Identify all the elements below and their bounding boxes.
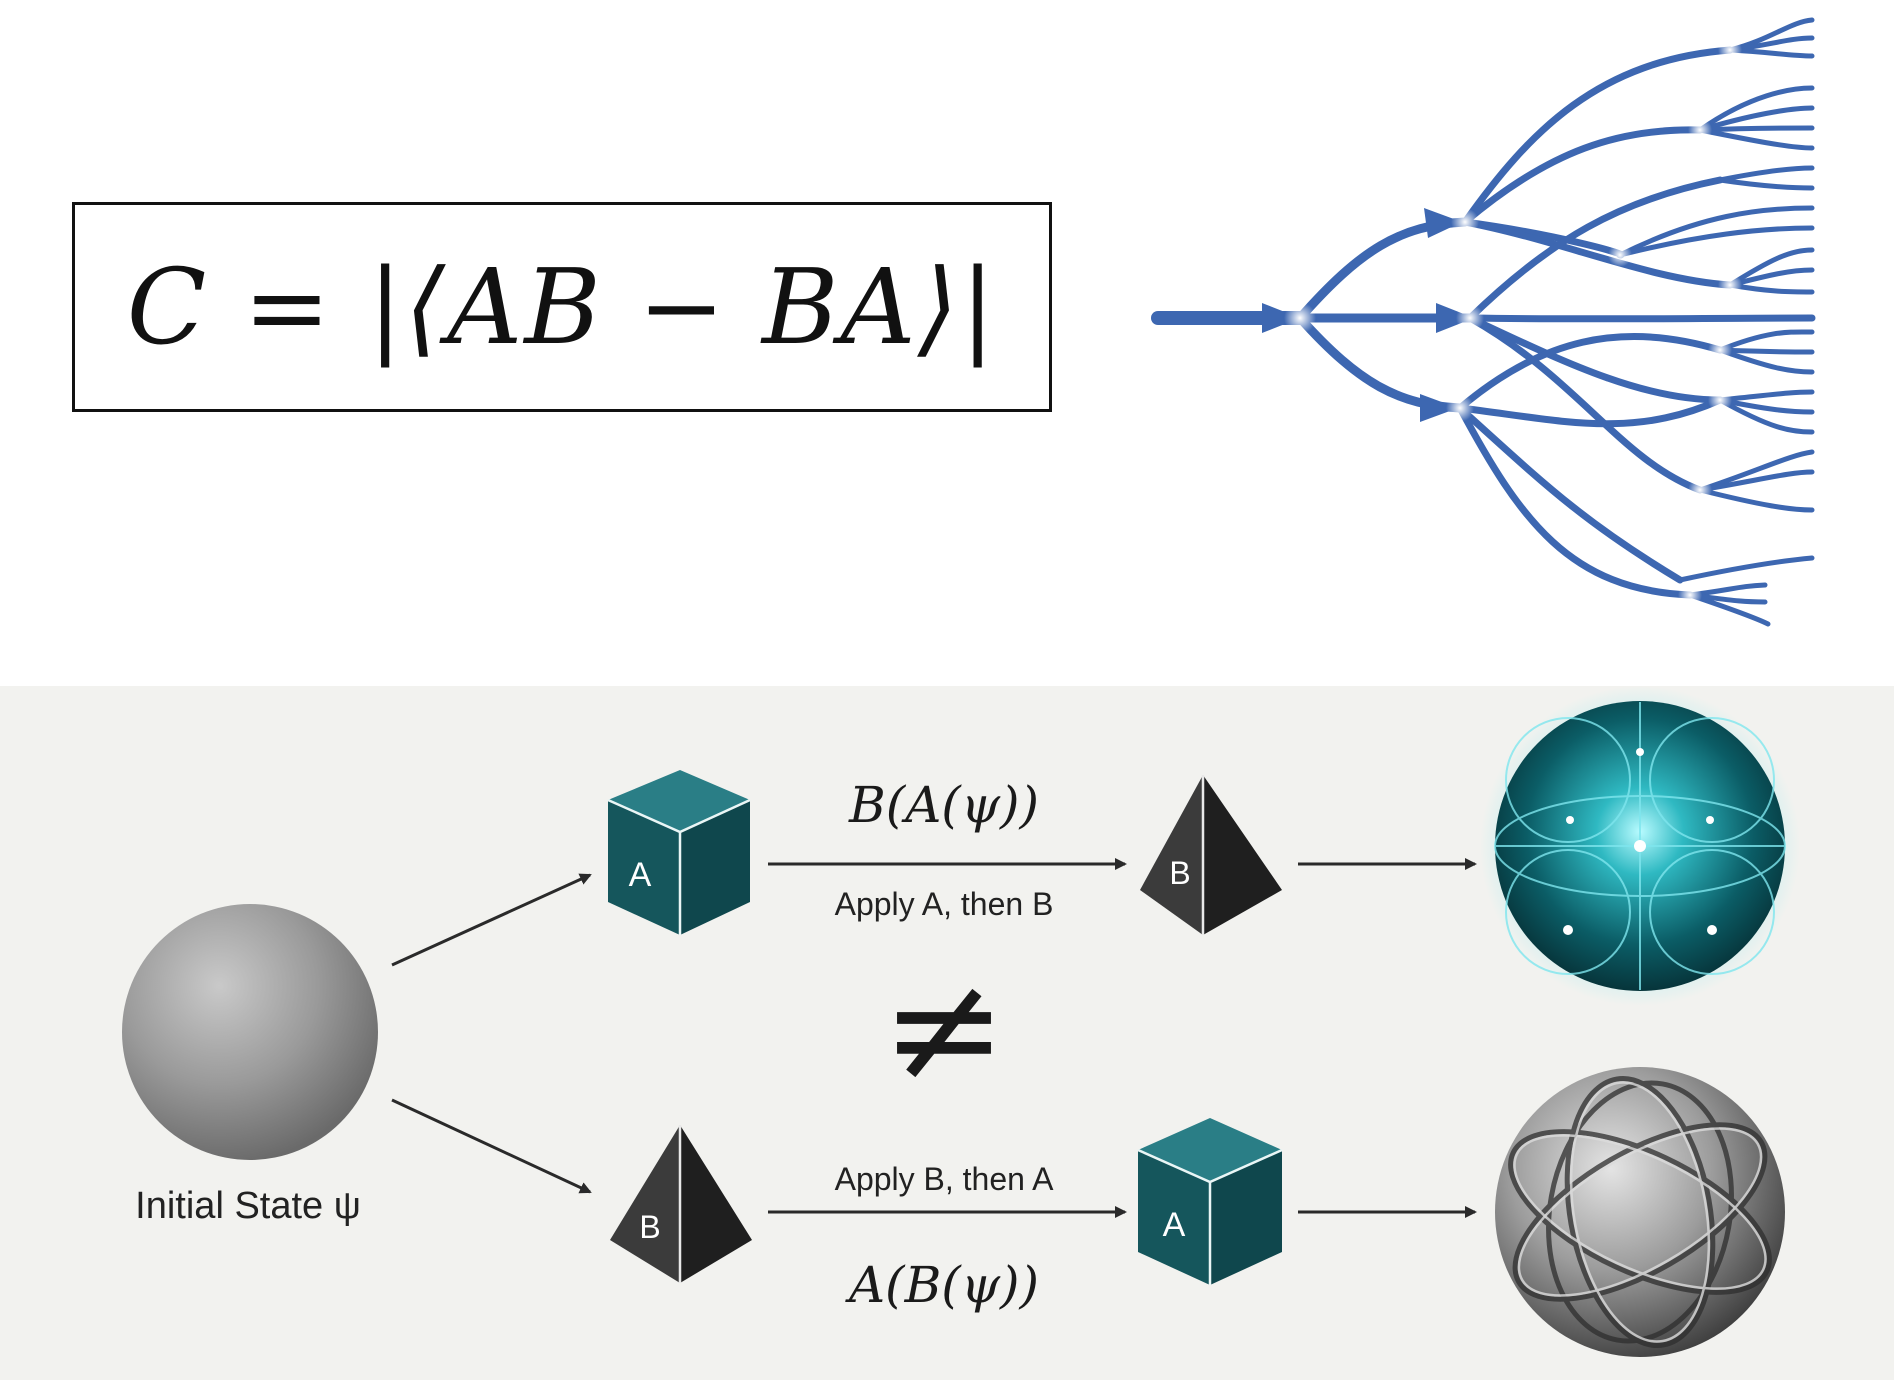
tree-branch xyxy=(1466,314,1704,494)
tree-node xyxy=(1451,208,1479,236)
tree-arrowhead xyxy=(1436,303,1474,333)
branching-tree-illustration xyxy=(1151,17,1816,627)
tree-node xyxy=(1718,38,1742,62)
tree-leaf xyxy=(1717,389,1815,403)
tree-node xyxy=(1284,302,1316,334)
tree-branch xyxy=(1456,404,1684,584)
tree-node xyxy=(1456,304,1484,332)
tree-branch xyxy=(1466,314,1816,323)
tree-leaf xyxy=(1717,397,1815,415)
tree-leaf xyxy=(1717,397,1815,435)
tree-branch xyxy=(1466,314,1724,404)
tree-node xyxy=(1708,388,1732,412)
tree-node xyxy=(1688,478,1712,502)
tree-branch xyxy=(1466,176,1724,322)
tree-leaf xyxy=(1727,47,1815,59)
tree-leaf xyxy=(1717,329,1815,353)
tree-leaf xyxy=(1697,125,1815,133)
tree-leaf xyxy=(1717,165,1815,183)
tree-node xyxy=(1718,273,1742,297)
tree-branch xyxy=(1456,396,1724,428)
tree-leaf xyxy=(1697,449,1815,493)
tree-leaf xyxy=(1617,205,1815,258)
tree-leaf xyxy=(1697,105,1815,133)
commutator-formula: C = |⟨AB − BA⟩| xyxy=(126,246,998,368)
tree-leaf xyxy=(1697,469,1815,493)
tree-branch xyxy=(1461,46,1734,226)
tree-leaf xyxy=(1727,247,1815,288)
tree-branch xyxy=(1456,404,1694,599)
tree-node xyxy=(1688,118,1712,142)
tree-branch xyxy=(1461,126,1704,226)
tree-branch xyxy=(1456,333,1724,412)
tree-branch xyxy=(1461,218,1734,289)
tree-arrowhead xyxy=(1420,394,1458,422)
tree-node xyxy=(1708,338,1732,362)
formula-box: C = |⟨AB − BA⟩| xyxy=(72,202,1052,412)
tree-leaf xyxy=(1697,85,1815,133)
tree-arrowhead xyxy=(1262,303,1300,333)
tree-leaf xyxy=(1717,347,1815,375)
tree-leaf xyxy=(1697,127,1815,151)
tree-branch xyxy=(1295,217,1470,323)
tree-leaf xyxy=(1717,177,1815,191)
tree-node xyxy=(1446,394,1474,422)
tree-leaf xyxy=(1727,282,1815,295)
tree-leaf xyxy=(1677,555,1815,583)
tree-leaf xyxy=(1617,225,1815,258)
tree-node xyxy=(1608,243,1632,267)
tree-arrowhead xyxy=(1424,208,1462,238)
bottom-panel xyxy=(0,686,1894,1380)
tree-leaf xyxy=(1717,347,1815,355)
tree-node xyxy=(1678,583,1702,607)
tree-leaf xyxy=(1697,487,1815,513)
tree-leaf xyxy=(1687,592,1771,627)
